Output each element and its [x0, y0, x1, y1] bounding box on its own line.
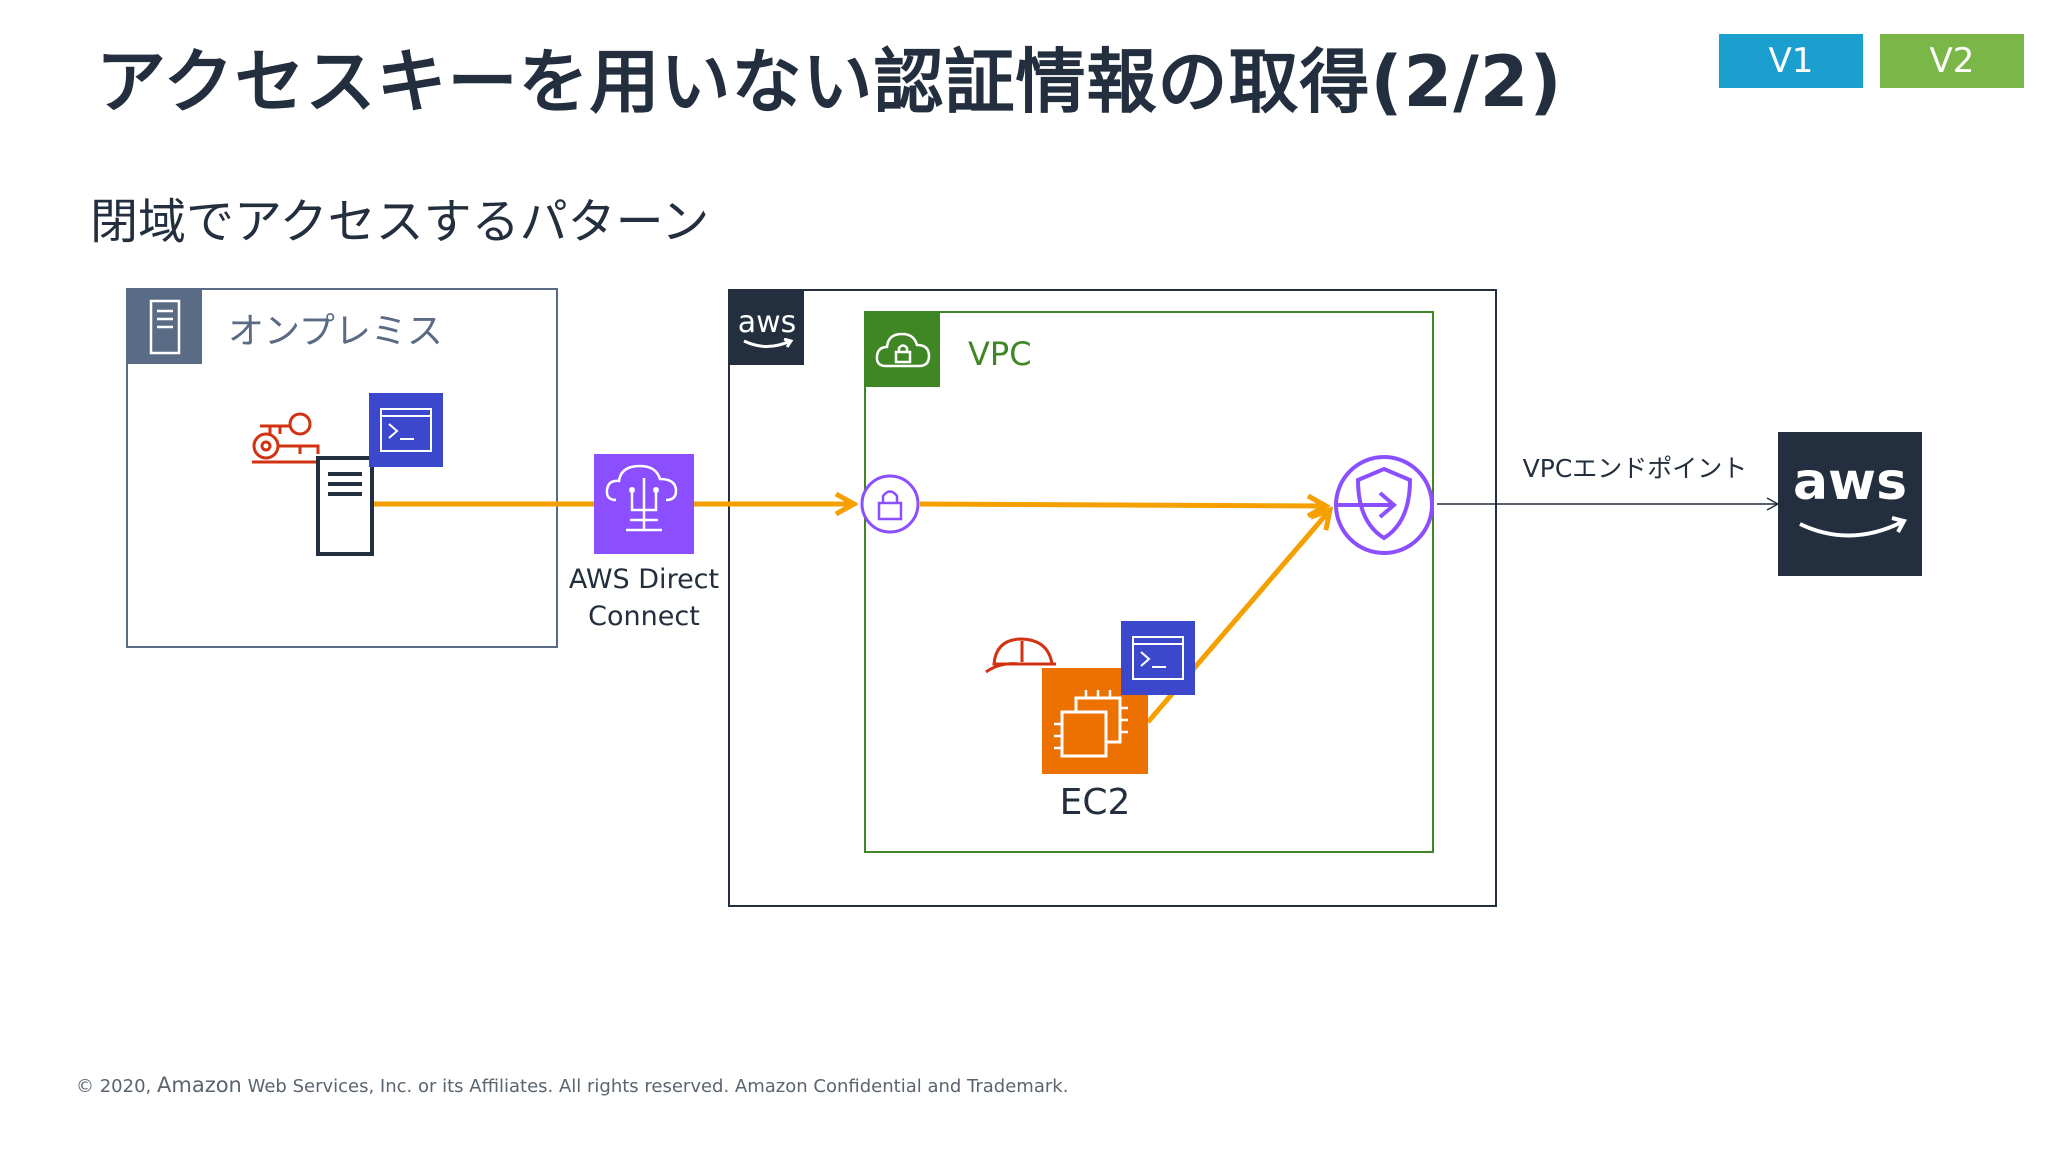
vpn-gateway-lock-icon	[860, 474, 920, 534]
server-icon	[128, 290, 202, 364]
ec2-label: EC2	[1059, 782, 1131, 823]
footer-brand: Amazon	[157, 1073, 242, 1097]
footer-prefix: © 2020,	[76, 1076, 152, 1097]
access-key-icon	[252, 412, 320, 464]
aws-service-logo	[1778, 432, 1922, 576]
terminal-icon-ec2	[1121, 621, 1195, 695]
vpc-endpoint-shield-icon	[1334, 455, 1434, 555]
terminal-icon-onprem	[369, 393, 443, 467]
vpc-endpoint-label: VPCエンドポイント	[1522, 454, 1748, 483]
cloud-lock-icon	[866, 313, 940, 387]
version-badge-v1: V1	[1719, 34, 1863, 88]
onprem-server-icon	[316, 456, 374, 556]
aws-cloud-group: aws	[728, 289, 1497, 907]
direct-connect-icon	[594, 454, 694, 554]
direct-connect-label-line2: Connect	[588, 601, 700, 632]
iam-role-helmet-icon	[985, 637, 1056, 674]
vpc-label: VPC	[968, 335, 1032, 373]
direct-connect-label: AWS Direct Connect	[554, 561, 734, 635]
aws-logo-icon: aws	[730, 291, 804, 365]
flow-vpc-to-endpoint	[919, 504, 1326, 506]
onprem-label: オンプレミス	[228, 311, 443, 352]
direct-connect-label-line1: AWS Direct	[568, 564, 720, 595]
aws-service-logo-text: aws	[1792, 452, 1908, 512]
vpc-group: VPC	[864, 311, 1434, 853]
ec2-chip-icon	[1042, 668, 1148, 774]
version-badge-v2: V2	[1880, 34, 2024, 88]
page-title: アクセスキーを用いない認証情報の取得(2/2)	[96, 41, 1563, 123]
onprem-group: オンプレミス	[126, 288, 558, 648]
copyright-footer: © 2020, Amazon Web Services, Inc. or its…	[76, 1073, 1068, 1097]
aws-logo-text: aws	[737, 305, 797, 340]
footer-rest: Web Services, Inc. or its Affiliates. Al…	[247, 1076, 1069, 1097]
page-subtitle: 閉域でアクセスするパターン	[90, 194, 710, 250]
